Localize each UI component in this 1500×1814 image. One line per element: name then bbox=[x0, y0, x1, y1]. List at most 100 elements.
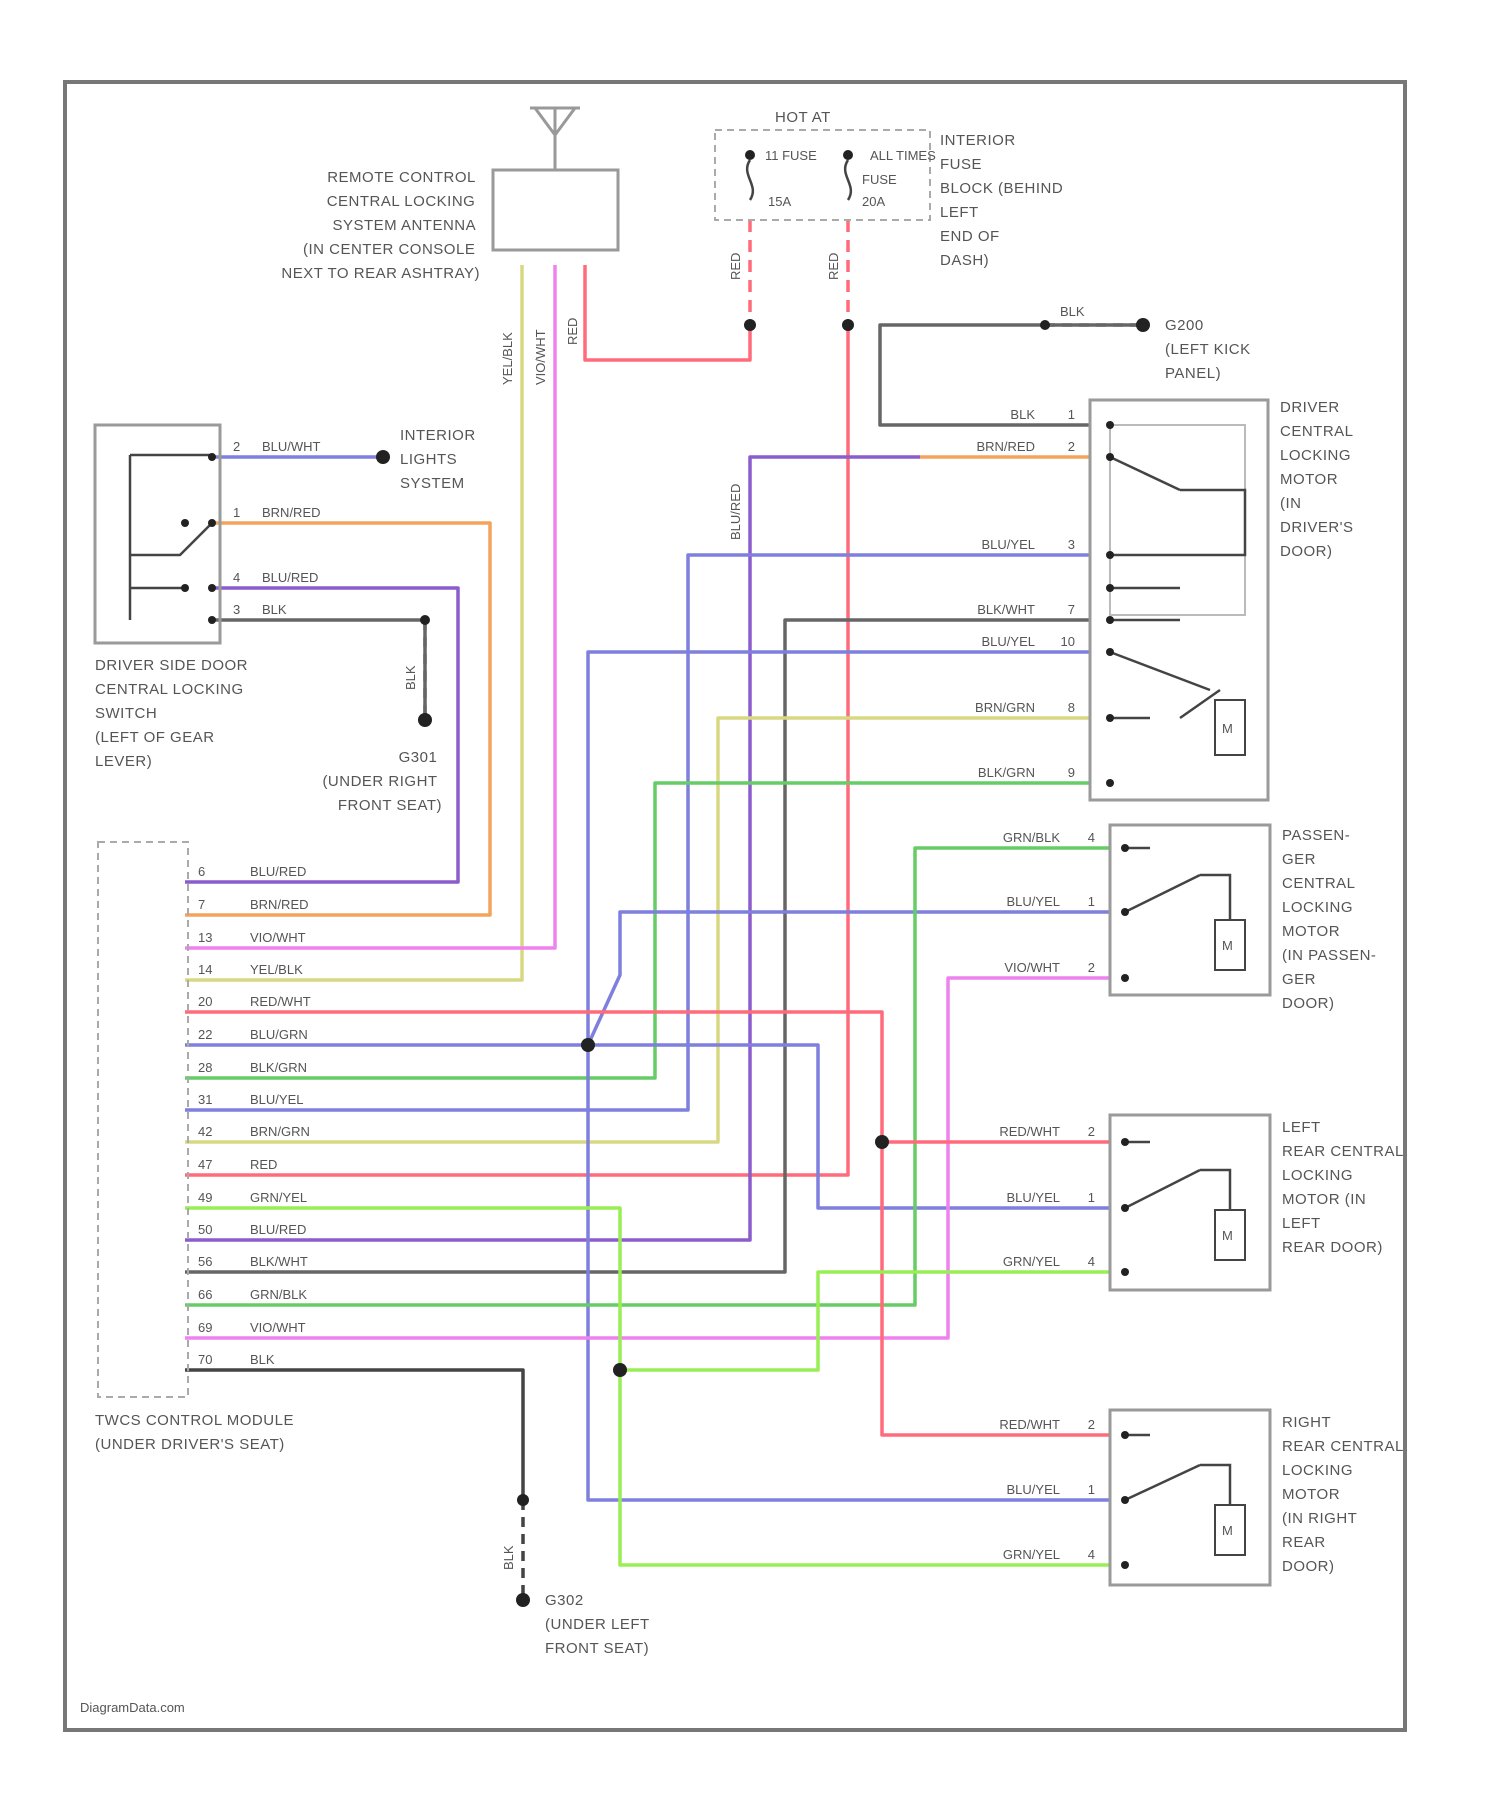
wire-driver-blu-yel-3 bbox=[185, 555, 1090, 1110]
switch-contacts-icon bbox=[130, 455, 212, 620]
switch-pin-3-color: BLK bbox=[262, 602, 287, 617]
right-rear-pin-4-number: 4 bbox=[1088, 1547, 1095, 1562]
splice-blu bbox=[581, 1038, 595, 1052]
g200-label: G200 (LEFT KICK PANEL) bbox=[1165, 317, 1255, 382]
module-pin-70-number: 70 bbox=[198, 1352, 212, 1367]
module-pin-69-number: 69 bbox=[198, 1320, 212, 1335]
right-rear-pin-2-number: 2 bbox=[1088, 1417, 1095, 1432]
right-rear-pin-4-color: GRN/YEL bbox=[1003, 1547, 1060, 1562]
switch-pin-3-number: 3 bbox=[233, 602, 240, 617]
module-pin-31-number: 31 bbox=[198, 1092, 212, 1107]
passenger-motor-label: PASSEN- GER CENTRAL LOCKING MOTOR (IN PA… bbox=[1282, 827, 1381, 1012]
module-pin-20-color: RED/WHT bbox=[250, 994, 311, 1009]
wire-antenna-red bbox=[585, 265, 750, 360]
antenna-module-box bbox=[493, 170, 618, 250]
yel-blk-vertical-label: YEL/BLK bbox=[500, 332, 515, 385]
driver-motor-label: DRIVER CENTRAL LOCKING MOTOR (IN DRIVER'… bbox=[1280, 399, 1358, 560]
module-pin-69-color: VIO/WHT bbox=[250, 1320, 306, 1335]
ground-g200-icon bbox=[1136, 318, 1150, 332]
passenger-pin-4-color: GRN/BLK bbox=[1003, 830, 1060, 845]
module-pin-31-color: BLU/YEL bbox=[250, 1092, 303, 1107]
module-pin-50-color: BLU/RED bbox=[250, 1222, 306, 1237]
driver-pin-10-color: BLU/YEL bbox=[982, 634, 1035, 649]
module-pin-7-color: BRN/RED bbox=[250, 897, 309, 912]
left-rear-motor-label: LEFT REAR CENTRAL LOCKING MOTOR (IN LEFT… bbox=[1282, 1119, 1408, 1256]
left-rear-pin-1-color: BLU/YEL bbox=[1007, 1190, 1060, 1205]
wire-blk-70 bbox=[185, 1370, 523, 1500]
module-pin-13-number: 13 bbox=[198, 930, 212, 945]
wire-driver-blk-grn bbox=[185, 783, 1090, 1078]
ground-g301-icon bbox=[418, 713, 432, 727]
module-pin-7-number: 7 bbox=[198, 897, 205, 912]
left-rear-pin-4-number: 4 bbox=[1088, 1254, 1095, 1269]
interior-lights-arrow-icon bbox=[376, 450, 390, 464]
module-pin-14-number: 14 bbox=[198, 962, 212, 977]
central-locking-switch bbox=[95, 425, 220, 643]
wire-switch-blu-red bbox=[185, 588, 458, 882]
module-pin-50-number: 50 bbox=[198, 1222, 212, 1237]
wire-switch-brn-red bbox=[185, 523, 490, 915]
left-rear-pin-2-color: RED/WHT bbox=[999, 1124, 1060, 1139]
driver-pin-10-number: 10 bbox=[1061, 634, 1075, 649]
g301-label: G301 (UNDER RIGHT FRONT SEAT) bbox=[322, 749, 442, 814]
module-pin-28-number: 28 bbox=[198, 1060, 212, 1075]
module-pin-28-color: BLK/GRN bbox=[250, 1060, 307, 1075]
module-pin-20-number: 20 bbox=[198, 994, 212, 1009]
switch-pin-1-color: BRN/RED bbox=[262, 505, 321, 520]
splice-grn-yel bbox=[613, 1363, 627, 1377]
right-rear-motor-m: M bbox=[1222, 1523, 1233, 1538]
fuse-red-1-label: RED bbox=[728, 253, 743, 280]
module-pin-66-color: GRN/BLK bbox=[250, 1287, 307, 1302]
control-module-box bbox=[98, 842, 188, 1397]
module-pin-13-color: VIO/WHT bbox=[250, 930, 306, 945]
module-pin-14-color: YEL/BLK bbox=[250, 962, 303, 977]
module-pin-49-color: GRN/YEL bbox=[250, 1190, 307, 1205]
interior-lights-label: INTERIOR LIGHTS SYSTEM bbox=[400, 427, 480, 492]
right-rear-motor bbox=[1110, 1410, 1270, 1585]
g302-label: G302 (UNDER LEFT FRONT SEAT) bbox=[545, 1592, 654, 1657]
left-rear-pin-2-number: 2 bbox=[1088, 1124, 1095, 1139]
driver-pin-3-number: 3 bbox=[1068, 537, 1075, 552]
left-rear-motor-m: M bbox=[1222, 1228, 1233, 1243]
fuse-11-label: 11 FUSE bbox=[765, 148, 817, 163]
driver-pin-7-number: 7 bbox=[1068, 602, 1075, 617]
driver-pin-7-color: BLK/WHT bbox=[977, 602, 1035, 617]
wire-yel-blk bbox=[185, 265, 522, 980]
wire-vio-wht-69 bbox=[185, 978, 1110, 1338]
module-pin-56-color: BLK/WHT bbox=[250, 1254, 308, 1269]
wires bbox=[185, 220, 1143, 1600]
switch-label: DRIVER SIDE DOOR CENTRAL LOCKING SWITCH … bbox=[95, 657, 253, 770]
switch-pin-2-number: 2 bbox=[233, 439, 240, 454]
pin-labels: 2BLU/WHT1BRN/RED4BLU/RED3BLK6BLU/RED7BRN… bbox=[198, 407, 1095, 1562]
module-pin-56-number: 56 bbox=[198, 1254, 212, 1269]
passenger-pin-4-number: 4 bbox=[1088, 830, 1095, 845]
fuse-20a-icon bbox=[845, 160, 851, 200]
splice-red-wht bbox=[875, 1135, 889, 1149]
module-pin-42-color: BRN/GRN bbox=[250, 1124, 310, 1139]
driver-pin-2-color: BRN/RED bbox=[976, 439, 1035, 454]
driver-pin-3-color: BLU/YEL bbox=[982, 537, 1035, 552]
wire-grn-yel-49 bbox=[185, 1208, 1110, 1565]
module-pin-22-color: BLU/GRN bbox=[250, 1027, 308, 1042]
left-rear-pin-1-number: 1 bbox=[1088, 1190, 1095, 1205]
module-pin-6-color: BLU/RED bbox=[250, 864, 306, 879]
right-rear-pin-1-color: BLU/YEL bbox=[1007, 1482, 1060, 1497]
driver-pin-2-number: 2 bbox=[1068, 439, 1075, 454]
passenger-pin-1-number: 1 bbox=[1088, 894, 1095, 909]
passenger-pin-1-color: BLU/YEL bbox=[1007, 894, 1060, 909]
left-rear-motor bbox=[1110, 1115, 1270, 1290]
switch-pin-4-number: 4 bbox=[233, 570, 240, 585]
driver-motor-m: M bbox=[1222, 721, 1233, 736]
wire-blu-grn-22 bbox=[185, 1045, 1110, 1208]
fuse-word-label: FUSE bbox=[862, 172, 897, 187]
fuse-all-times-label: ALL TIMES bbox=[870, 148, 936, 163]
right-rear-pin-2-color: RED/WHT bbox=[999, 1417, 1060, 1432]
fuse-15a-label: 15A bbox=[768, 194, 791, 209]
passenger-pin-2-number: 2 bbox=[1088, 960, 1095, 975]
switch-pin-4-color: BLU/RED bbox=[262, 570, 318, 585]
red-vertical-label: RED bbox=[565, 318, 580, 345]
blu-red-vertical-label: BLU/RED bbox=[728, 484, 743, 540]
driver-pin-9-number: 9 bbox=[1068, 765, 1075, 780]
vio-wht-vertical-label: VIO/WHT bbox=[533, 329, 548, 385]
